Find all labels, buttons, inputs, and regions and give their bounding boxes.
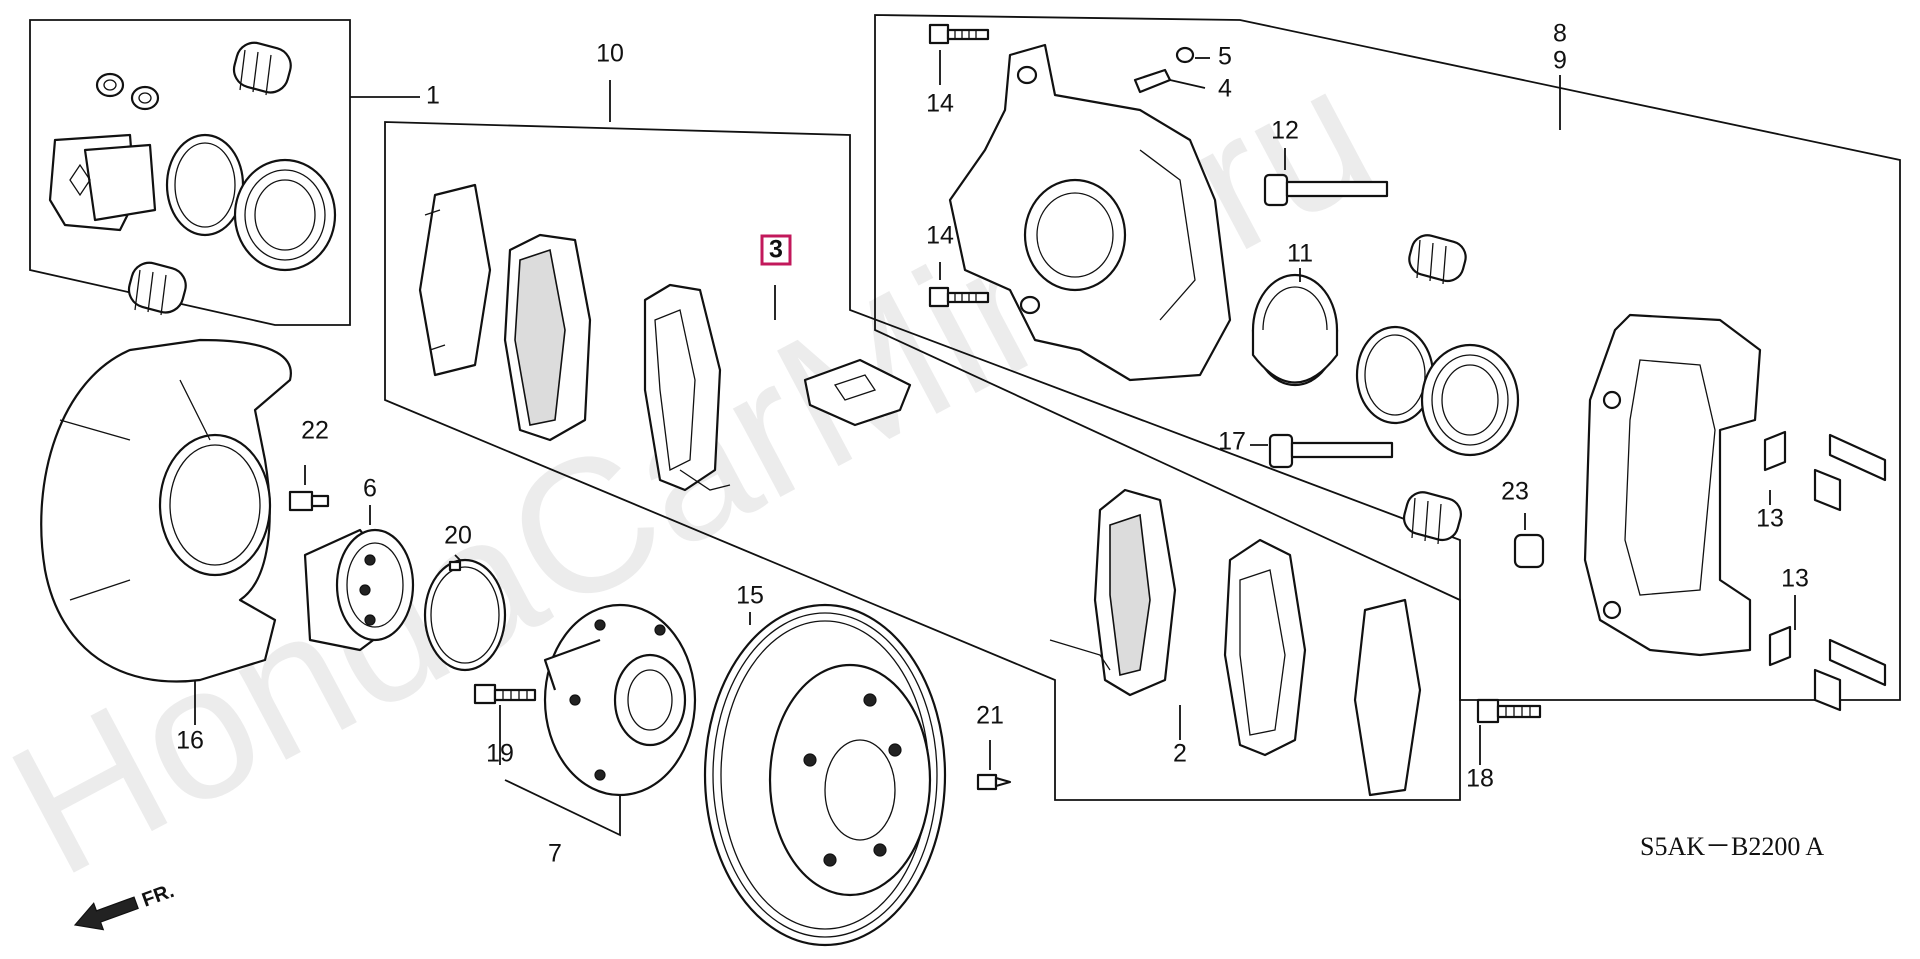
callout-12[interactable]: 12	[1271, 117, 1299, 145]
caliper-bracket	[1583, 313, 1762, 657]
brake-disc	[703, 603, 947, 947]
caliper-piston	[1251, 273, 1339, 387]
pad-retainer-lower	[1768, 625, 1887, 712]
callout-18[interactable]: 18	[1466, 765, 1494, 793]
callout-13a[interactable]: 13	[1756, 505, 1784, 533]
piston-boot	[1420, 343, 1520, 457]
shim-sheet	[803, 358, 912, 427]
callout-5[interactable]: 5	[1218, 43, 1232, 71]
bleeder-screw	[1133, 46, 1195, 94]
caliper-bolt-upper	[928, 23, 990, 45]
pad-shim-left	[418, 183, 492, 377]
callout-3-highlight[interactable]: 3	[760, 234, 792, 266]
callout-11[interactable]: 11	[1287, 240, 1313, 268]
callout-10[interactable]: 10	[596, 40, 624, 68]
callout-17[interactable]: 17	[1218, 428, 1246, 456]
pad-set-box	[384, 121, 1461, 801]
callout-3[interactable]: 3	[769, 236, 783, 264]
callout-21[interactable]: 21	[976, 702, 1004, 730]
callout-16[interactable]: 16	[176, 727, 204, 755]
bracket-bolt	[1476, 698, 1542, 724]
caliper-bolt-lower	[928, 286, 990, 308]
guide-pin-upper	[1263, 173, 1389, 207]
shield-bolt	[288, 490, 330, 512]
callout-8[interactable]: 8	[1553, 20, 1567, 48]
pad-outer-set	[1049, 488, 1422, 797]
wheel-hub	[543, 603, 697, 797]
diagram-code: S5AK－B2200 A	[1640, 832, 1824, 861]
callout-22[interactable]: 22	[301, 417, 329, 445]
callout-20[interactable]: 20	[444, 522, 472, 550]
callout-13b[interactable]: 13	[1781, 565, 1809, 593]
kit-parts	[48, 41, 337, 316]
callout-14a[interactable]: 14	[926, 90, 954, 118]
callout-1[interactable]: 1	[426, 82, 440, 110]
splash-shield	[40, 338, 292, 683]
front-label: FR.	[139, 880, 177, 912]
callout-19[interactable]: 19	[486, 740, 514, 768]
callout-23[interactable]: 23	[1501, 478, 1529, 506]
leader-lines	[194, 50, 1796, 770]
callout-2[interactable]: 2	[1173, 740, 1187, 768]
callout-7[interactable]: 7	[548, 840, 562, 868]
snap-ring	[423, 558, 507, 672]
callout-3-box	[760, 234, 792, 266]
callout-15[interactable]: 15	[736, 582, 764, 610]
wheel-bearing	[303, 528, 415, 652]
pad-inner-right	[643, 283, 731, 492]
pad-inner-left	[503, 233, 592, 442]
callout-9[interactable]: 9	[1553, 47, 1567, 75]
pad-retainer-upper	[1763, 430, 1887, 512]
guide-pin-boot-lower	[1402, 491, 1462, 545]
guide-pin-boot-upper	[1408, 234, 1467, 285]
disc-screw	[976, 773, 1012, 791]
caliper-body	[948, 43, 1232, 382]
guide-pin-lower	[1268, 433, 1394, 469]
seal-kit-box	[29, 19, 351, 326]
front-arrow-icon	[73, 896, 139, 931]
bushing	[1513, 533, 1545, 569]
callout-4[interactable]: 4	[1218, 75, 1232, 103]
hub-bolt	[473, 683, 537, 705]
callout-6[interactable]: 6	[363, 475, 377, 503]
caliper-box	[874, 14, 1901, 701]
callout-14b[interactable]: 14	[926, 222, 954, 250]
callouts: 1 2 3 4 5 6 7 8 9 10 11 12 13 13 14 14 1…	[176, 20, 1809, 868]
